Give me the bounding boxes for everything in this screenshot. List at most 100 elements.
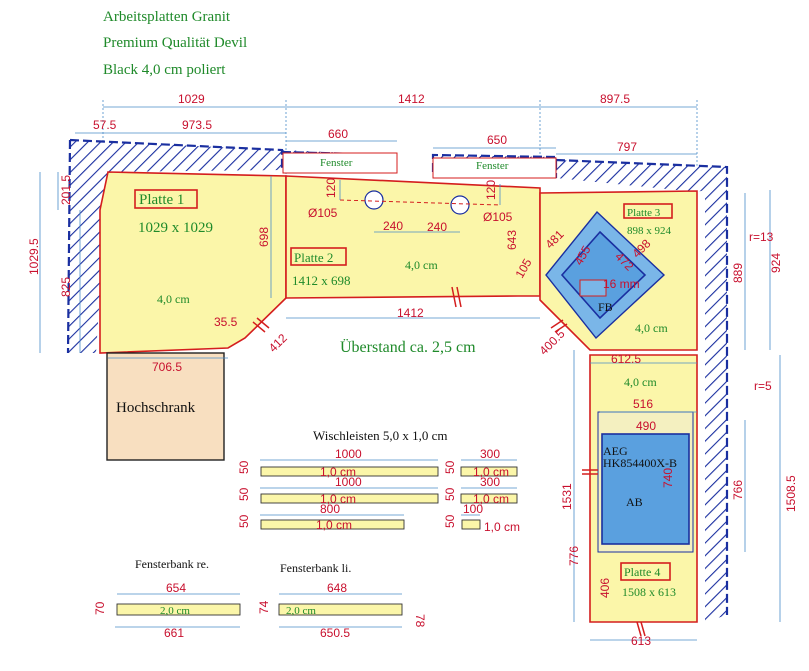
plate-3-thickness: 4,0 cm [635,321,668,335]
joint-marks [252,286,646,637]
sill-right-top: 654 [166,581,186,595]
strip-3 [260,514,405,530]
plate-3-label-box [623,203,673,219]
dim-613: 613 [631,634,651,648]
faucet-mark [579,279,607,297]
strips-title: Wischleisten 5,0 x 1,0 cm [313,428,448,443]
strip-1-length: 1000 [335,447,362,461]
plate-2-thickness: 4,0 cm [405,258,438,272]
hob-brand: AEG [603,444,628,458]
sill-left-bottom: 650.5 [320,626,350,640]
dim-6125: 612.5 [611,352,641,366]
plate-2-size: 1412 x 698 [292,273,351,288]
strip-6-length: 100 [463,502,483,516]
dim-355: 35.5 [214,315,238,329]
strip-5-label: 1,0 cm [473,492,509,506]
plate-3-size: 898 x 924 [627,225,672,237]
strip-6 [461,514,481,530]
plate-4-label-box [620,562,671,581]
plate-4-label: Platte 4 [624,565,660,579]
hob-ab-label: AB [626,495,643,509]
tap-axis [339,199,501,206]
dim-240b: 240 [427,220,447,234]
dim-766: 766 [731,480,745,500]
window-2 [432,157,557,179]
dim-105a: Ø105 [308,206,338,220]
window-1-label: Fenster [320,157,353,169]
header-line-1: Arbeitsplatten Granit [103,9,231,25]
sill-left [278,603,403,616]
plate-2-label: Platte 2 [294,250,333,265]
strip-2-label: 1,0 cm [320,492,356,506]
sill-right-title: Fensterbank re. [135,557,209,571]
top-dimension-line [102,100,698,175]
strip-2 [260,487,439,504]
radius-5: r=5 [754,379,772,393]
dim-575: 57.5 [93,118,117,132]
strip-6-label: 1,0 cm [484,520,520,534]
plate-2-label-box [290,247,347,266]
strip-4-length: 300 [480,447,500,461]
strip-2-length: 1000 [335,475,362,489]
dim-776: 776 [567,546,581,566]
sill-left-thickness: 2,0 cm [286,605,316,617]
dim-top-1029: 1029 [178,92,205,106]
header-line-2: Premium Qualität Devil [103,35,247,51]
plate-3-label: Platte 3 [627,207,661,219]
sill-left-height-left: 74 [257,600,271,614]
dim-16mm: 16 mm [603,277,640,291]
dim-797: 797 [617,140,637,154]
dim-10295: 1029.5 [27,238,41,275]
sill-left-title: Fensterbank li. [280,561,351,575]
sill-right-thickness: 2,0 cm [160,605,190,617]
plate-1-thickness: 4,0 cm [157,292,190,306]
sill-left-top: 648 [327,581,347,595]
plate-1-size: 1029 x 1029 [138,220,213,236]
strip-5-height: 50 [443,487,457,501]
strip-6-height: 50 [443,514,457,528]
hob-model: HK854400X-B [603,456,677,470]
strip-3-label: 1,0 cm [316,518,352,532]
strip-1-label: 1,0 cm [320,465,356,479]
tap-hole-right [450,195,470,215]
radius-13: r=13 [749,230,774,244]
header-line-3: Black 4,0 cm poliert [103,62,226,78]
dim-698: 698 [257,227,271,247]
strip-4-label: 1,0 cm [473,465,509,479]
dim-889: 889 [731,263,745,283]
strip-1 [260,459,439,477]
dim-240a: 240 [383,219,403,233]
cabinet-label: Hochschrank [116,400,196,416]
window-1 [282,152,398,174]
strip-3-length: 800 [320,502,340,516]
window-2-label: Fenster [476,160,509,172]
dim-740: 740 [661,468,675,488]
sill-right [116,603,241,616]
dim-1531: 1531 [560,483,574,510]
dim-105b: Ø105 [483,210,513,224]
dim-825: 825 [59,277,73,297]
dim-9735: 973.5 [182,118,212,132]
sill-left-height-right: 78 [413,614,427,628]
strip-5 [460,487,518,504]
dim-4005: 400.5 [537,326,568,357]
dim-7065: 706.5 [152,360,182,374]
dim-650: 650 [487,133,507,147]
dim-660: 660 [328,127,348,141]
sink-fb-label: FB [598,300,613,314]
strip-1-height: 50 [237,460,251,474]
plate-4-thickness: 4,0 cm [624,375,657,389]
strip-4 [460,459,518,477]
strip-5-length: 300 [480,475,500,489]
tap-hole-left [364,190,384,210]
plate-2 [285,175,541,299]
dim-412: 412 [266,331,290,355]
sill-right-height: 70 [93,601,107,615]
plate-1-label: Platte 1 [139,192,184,208]
dim-516: 516 [633,397,653,411]
dim-120a: 120 [324,178,338,198]
hob-ab [601,433,690,545]
dim-406: 406 [598,578,612,598]
dim-top-1412: 1412 [398,92,425,106]
overhang-note: Überstand ca. 2,5 cm [340,338,476,356]
